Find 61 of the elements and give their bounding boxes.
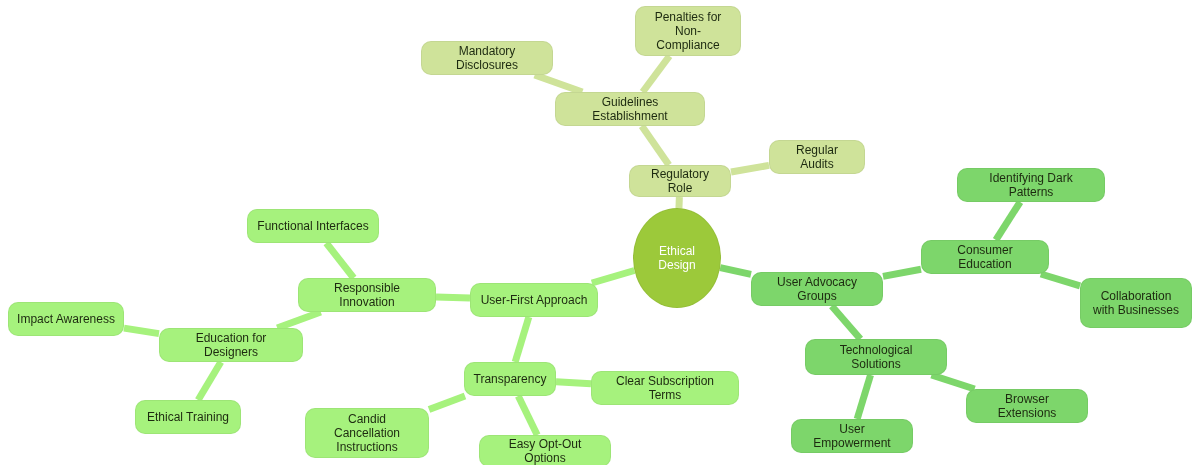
- topic-box: [591, 371, 739, 405]
- connector-line: [511, 315, 533, 364]
- topic-label: Easy Opt-Out Options: [507, 437, 583, 465]
- topic-box: [921, 240, 1049, 274]
- topic-box: [479, 435, 611, 465]
- topic-label: Identifying Dark Patterns: [988, 171, 1074, 199]
- topic-box: [421, 41, 553, 75]
- topic-label: Functional Interfaces: [257, 219, 369, 233]
- topic-label: Browser Extensions: [996, 392, 1058, 420]
- topic-box: [298, 278, 436, 312]
- topic-box: [464, 362, 556, 396]
- topic-box: [957, 168, 1105, 202]
- topic-label: User Advocacy Groups: [775, 275, 858, 303]
- connector-line: [1039, 270, 1081, 290]
- topic-box: [247, 209, 379, 243]
- topic-label: Penalties for Non-Compliance: [653, 10, 723, 52]
- topic-box: [8, 302, 124, 336]
- topic-box: [769, 140, 865, 174]
- topic-label: Ethical Training: [146, 410, 229, 424]
- connector-line: [638, 124, 672, 167]
- connector-line: [730, 161, 770, 176]
- connector-line: [675, 196, 683, 209]
- topic-box: [805, 339, 947, 375]
- topic-box: [635, 6, 741, 56]
- connector-line: [195, 360, 224, 402]
- topic-box: [470, 283, 598, 317]
- connector-line: [515, 394, 541, 437]
- topic-label: Clear Subscription Terms: [614, 374, 715, 402]
- topic-box: [629, 165, 731, 197]
- topic-label: Ethical Design: [657, 244, 697, 272]
- connector-line: [427, 392, 467, 413]
- topic-label: Collaboration with Businesses: [1091, 289, 1180, 317]
- connector-line: [590, 267, 636, 287]
- topic-label: Consumer Education: [956, 243, 1014, 271]
- topic-box: [791, 419, 913, 453]
- topic-label: User-First Approach: [480, 293, 588, 307]
- connector-line: [882, 265, 922, 280]
- topic-box: [751, 272, 883, 306]
- connector-line: [555, 378, 592, 388]
- connector-line: [992, 200, 1024, 242]
- topic-label: Mandatory Disclosures: [455, 44, 519, 72]
- topic-box: [159, 328, 303, 362]
- topic-label: Transparency: [473, 372, 547, 386]
- topic-box: [1080, 278, 1192, 328]
- topic-box: [966, 389, 1088, 423]
- topic-box: [135, 400, 241, 434]
- topic-box: [555, 92, 705, 126]
- topic-label: Candid Cancellation Instructions: [332, 412, 401, 454]
- topic-label: Responsible Innovation: [332, 281, 401, 309]
- connector-line: [435, 293, 471, 302]
- topic-label: Guidelines Establishment: [591, 95, 669, 123]
- connector-line: [123, 324, 160, 338]
- topic-label: User Empowerment: [812, 422, 892, 450]
- topic-label: Education for Designers: [194, 331, 268, 359]
- topic-box: [305, 408, 429, 458]
- connector-line: [853, 374, 874, 421]
- topic-label: Technological Solutions: [838, 343, 914, 371]
- topic-label: Regulatory Role: [650, 167, 710, 195]
- topic-label: Regular Audits: [795, 143, 839, 171]
- connector-line: [719, 264, 752, 278]
- topic-label: Impact Awareness: [17, 312, 115, 326]
